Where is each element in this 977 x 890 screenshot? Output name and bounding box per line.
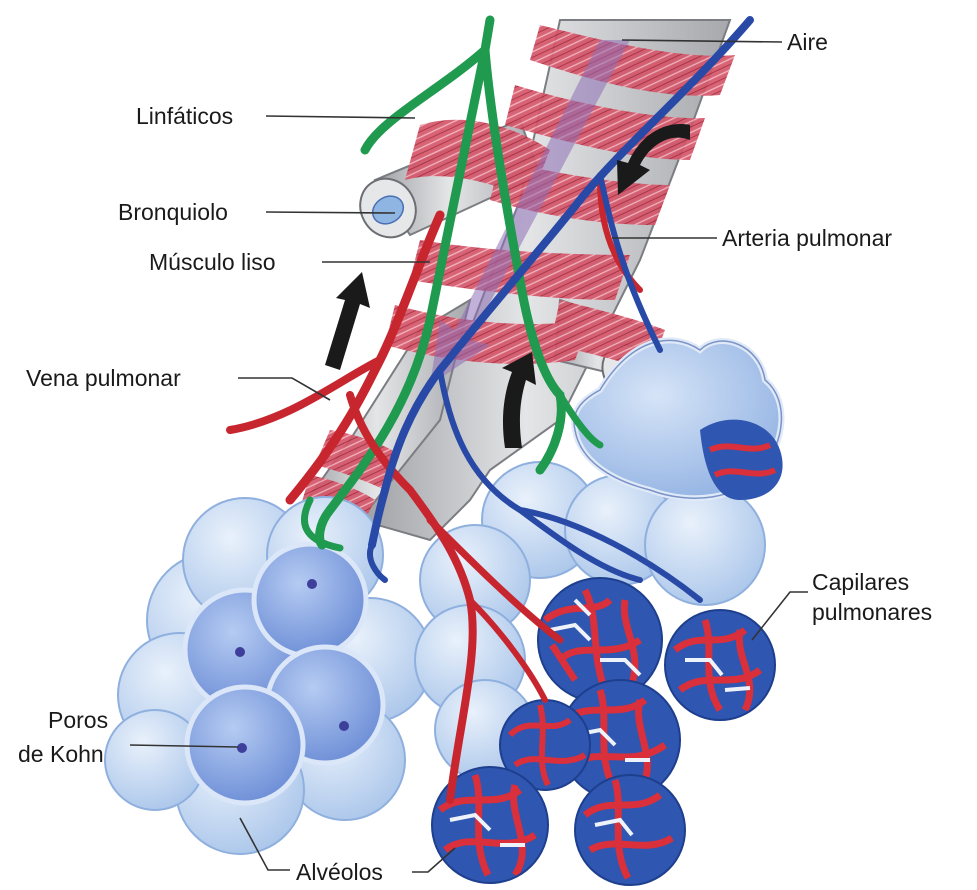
label-poros-2: de Kohn <box>18 741 104 767</box>
label-vena-pulmonar: Vena pulmonar <box>26 365 181 391</box>
pore-of-kohn <box>235 647 245 657</box>
label-capilares-2: pulmonares <box>812 599 932 625</box>
capillary-alveolus <box>575 775 685 885</box>
alveolus-inner <box>254 544 366 656</box>
label-linfaticos: Linfáticos <box>136 103 233 129</box>
label-arteria-pulmonar: Arteria pulmonar <box>722 225 892 251</box>
pore-of-kohn <box>307 579 317 589</box>
alveolus <box>645 485 765 605</box>
label-aire: Aire <box>787 29 828 55</box>
label-capilares-1: Capilares <box>812 569 909 595</box>
pore-of-kohn <box>339 721 349 731</box>
label-bronquiolo: Bronquiolo <box>118 199 228 225</box>
label-alveolos: Alvéolos <box>296 859 383 885</box>
alveolar-cluster-left <box>105 497 432 854</box>
pore-of-kohn <box>237 743 247 753</box>
label-musculo-liso: Músculo liso <box>149 249 276 275</box>
leader-bronquiolo <box>266 212 395 213</box>
capillary-alveolus <box>665 610 775 720</box>
flow-arrow <box>325 272 370 370</box>
label-poros-1: Poros <box>48 707 108 733</box>
